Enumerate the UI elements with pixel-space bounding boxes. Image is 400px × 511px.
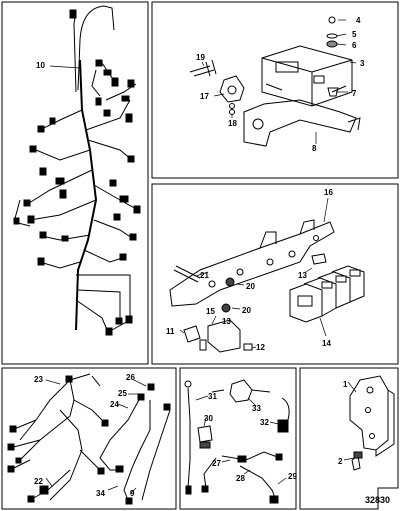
panel-harness-small <box>1 367 177 510</box>
sensor-parts <box>184 379 290 504</box>
callout-23: 23 <box>34 375 43 384</box>
callout-30: 30 <box>204 414 213 423</box>
callout-27: 27 <box>212 459 221 468</box>
callout-3: 3 <box>360 59 365 68</box>
callout-8: 8 <box>312 144 317 153</box>
callout-25: 25 <box>118 389 127 398</box>
module-leaders <box>201 19 357 144</box>
leader-10 <box>49 65 81 69</box>
callout-14: 14 <box>322 339 331 348</box>
callout-16: 16 <box>324 188 333 197</box>
panel-main-harness <box>1 1 149 365</box>
callout-29: 29 <box>288 472 297 481</box>
callout-13a: 13 <box>298 271 307 280</box>
callout-5: 5 <box>352 30 357 39</box>
main-harness-connectors <box>13 9 141 336</box>
panel-sensors <box>179 367 297 510</box>
callout-13b: 13 <box>222 317 231 326</box>
callout-26: 26 <box>126 373 135 382</box>
callout-labels: 1 2 3 4 5 6 7 8 9 10 11 12 13 13 14 15 1… <box>34 16 390 505</box>
callout-2: 2 <box>338 457 343 466</box>
small-harness-leaders <box>45 379 147 495</box>
module-assembly <box>189 16 361 147</box>
callout-17: 17 <box>200 92 209 101</box>
callout-15: 15 <box>206 307 215 316</box>
relay-bracket <box>169 219 365 353</box>
plate-leaders <box>343 381 357 461</box>
callout-20b: 20 <box>242 306 251 315</box>
callout-18: 18 <box>228 119 237 128</box>
callout-19: 19 <box>196 53 205 62</box>
callout-33: 33 <box>252 404 261 413</box>
callout-10: 10 <box>36 61 45 70</box>
panel-plate <box>299 367 399 510</box>
callout-24: 24 <box>110 400 119 409</box>
mounting-plate <box>349 375 395 471</box>
callout-22: 22 <box>34 477 43 486</box>
main-harness <box>13 5 139 333</box>
panel-module <box>151 1 399 179</box>
callout-4: 4 <box>356 16 361 25</box>
callout-9: 9 <box>130 489 135 498</box>
callout-7: 7 <box>352 89 357 98</box>
callout-28: 28 <box>236 474 245 483</box>
callout-31: 31 <box>208 392 217 401</box>
callout-21: 21 <box>200 271 209 280</box>
figure-number: 32830 <box>365 495 390 505</box>
relay-leaders <box>179 197 329 349</box>
callout-12: 12 <box>256 343 265 352</box>
sensor-leaders <box>195 395 287 485</box>
panel-bracket <box>151 183 399 365</box>
callout-6: 6 <box>352 41 357 50</box>
callout-11: 11 <box>166 327 175 336</box>
small-harness <box>9 373 171 501</box>
callout-20a: 20 <box>246 282 255 291</box>
callout-32: 32 <box>260 418 269 427</box>
small-harness-connectors <box>7 375 171 505</box>
callout-1: 1 <box>343 380 348 389</box>
callout-34: 34 <box>96 489 105 498</box>
